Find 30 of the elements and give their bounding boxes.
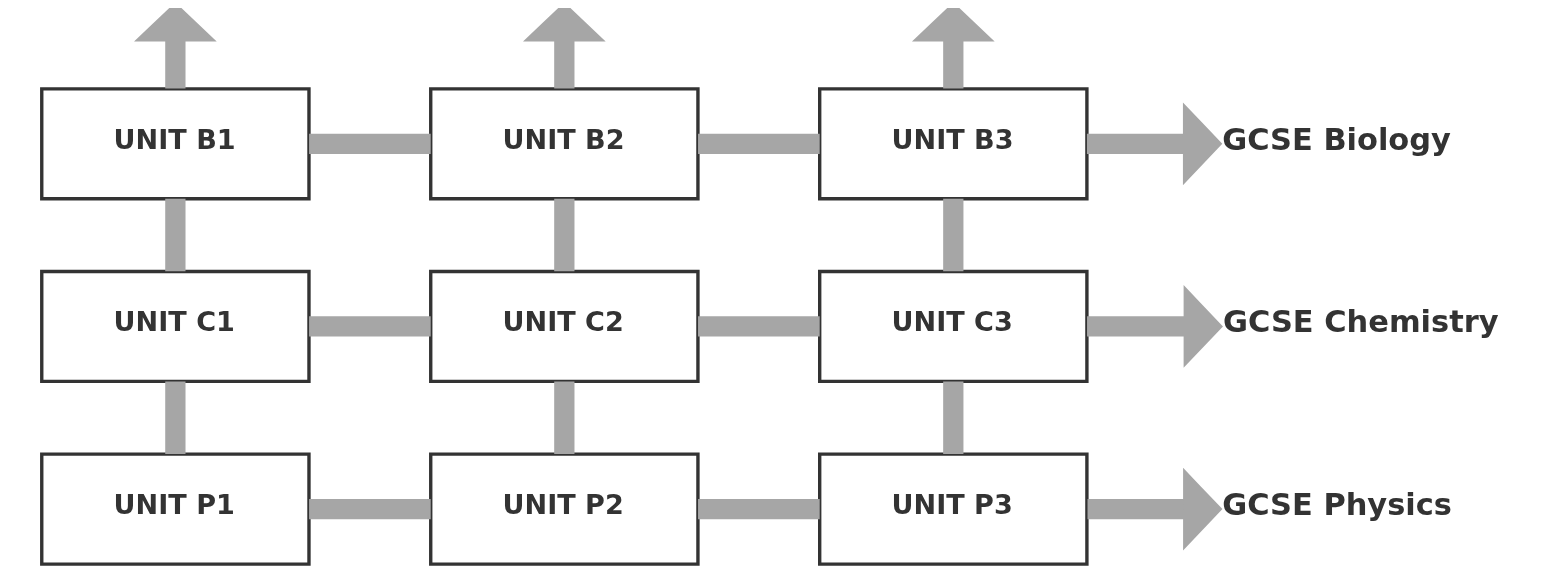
node-box: UNIT P1 [39,452,311,566]
connector [942,198,963,272]
node-box: UNIT P3 [817,452,1089,566]
connector [308,498,431,520]
node-box: UNIT B2 [428,87,700,201]
node-box: UNIT P2 [428,452,700,566]
node-box: UNIT C3 [817,269,1089,384]
connector [553,381,574,454]
connector [164,198,185,272]
node-text: GCSE Chemistry [1222,304,1499,340]
node-box: UNIT B3 [817,87,1089,201]
connector [164,381,185,454]
connector [697,498,820,520]
connector [308,133,431,154]
node-box: UNIT B1 [39,87,311,201]
arrow [522,8,606,89]
arrow [133,8,217,89]
connector [697,316,820,337]
arrow [1086,285,1223,368]
connector [697,133,820,154]
node-box: UNIT C2 [428,269,700,384]
connector [942,381,963,454]
arrow [911,8,995,89]
connector [553,198,574,272]
node-box: UNIT C1 [39,269,311,384]
connector [308,316,431,337]
node-text: GCSE Biology [1221,121,1451,157]
arrow [1087,467,1222,551]
arrow [1086,102,1222,186]
node-text: GCSE Physics [1221,486,1452,522]
